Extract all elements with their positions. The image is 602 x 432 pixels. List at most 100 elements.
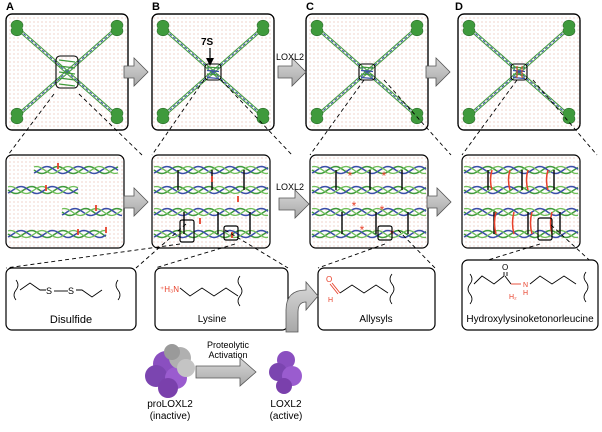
panel-letter-a: A: [6, 1, 14, 13]
seven-s-box: [510, 63, 528, 81]
collagen-arm: [310, 70, 369, 124]
collagen-arm: [517, 20, 576, 74]
loxl2-mid-label: LOXL2: [276, 182, 304, 192]
triple-helix: [153, 185, 269, 195]
allysyl-marker: *: [360, 223, 365, 237]
nc1-domain: [156, 108, 170, 124]
lysyl-crosslink: [529, 211, 533, 235]
zoom-lines-bottom: [5, 223, 599, 269]
triple-helix: [7, 229, 107, 239]
center-region-box: [55, 55, 79, 89]
lysyl-crosslink: [525, 169, 529, 191]
methylene-h2-label: H₂: [509, 294, 517, 301]
zoom-box-allysyl: [377, 225, 393, 241]
lysyl-crosslink: [489, 169, 493, 191]
nc1-domain: [410, 108, 424, 124]
collagen-arm: [365, 70, 424, 124]
network-panel-b: [151, 13, 275, 131]
top-network-panels: [5, 13, 581, 131]
arrow-a-to-b: [123, 57, 149, 87]
sulfur-1-label: S: [46, 286, 52, 296]
lysine-to-allysyl-arrow: [285, 280, 319, 333]
fibril-panel-d: [461, 154, 581, 249]
seven-s-box: [358, 63, 376, 81]
chem-disulfide-box: S S Disulfide: [5, 267, 137, 331]
collagen-arm: [65, 70, 124, 124]
amine-n-label: N: [523, 282, 528, 289]
nc1-domain: [562, 20, 576, 36]
loxl2-bottom-label: LOXL2: [270, 399, 302, 410]
chem-lysine-box: ⁺H₃N Lysine: [154, 267, 289, 331]
nc1-domain: [462, 108, 476, 124]
seven-s-box: [204, 63, 222, 81]
aldehyde-hydrogen-label: H: [328, 297, 333, 304]
fibril-panel-a: [5, 154, 125, 249]
fibril-panel-c: ******: [309, 154, 429, 249]
seven-s-arrowhead: [206, 58, 214, 66]
network-panel-c: [305, 13, 429, 131]
sulfur-2-label: S: [68, 286, 74, 296]
allysyl-marker: *: [382, 169, 387, 183]
loxl2-top-label: LOXL2: [276, 52, 304, 62]
activation-label: Activation: [208, 350, 247, 360]
chem-hydroxy-box: O H₂ N H Hydroxylysinoketonorleucine: [461, 259, 599, 331]
allysyls-label: Allysyls: [359, 314, 392, 325]
loxl2-molecule: [269, 351, 302, 394]
fibril-panel-b: [151, 154, 271, 249]
nc1-domain: [256, 20, 270, 36]
chem-allysyl-box: O H Allysyls: [317, 267, 436, 331]
proloxl2-molecule: [145, 344, 195, 398]
nc1-domain: [256, 108, 270, 124]
collagen-arm: [310, 20, 369, 74]
triple-helix: [463, 185, 579, 195]
lysyl-crosslink: [507, 169, 511, 191]
nc1-domain: [410, 20, 424, 36]
collagen-arm: [156, 20, 215, 74]
ammonium-label: ⁺H₃N: [160, 285, 179, 294]
collagen-arm: [211, 70, 270, 124]
nc1-domain: [156, 20, 170, 36]
triple-helix: [463, 165, 579, 175]
seven-s-label: 7S: [201, 37, 214, 48]
process-arrows: [123, 57, 452, 219]
aldehyde-oxygen-label: O: [326, 275, 332, 284]
arrow-c-to-d-mid: [426, 187, 452, 217]
lysyl-crosslink: [493, 211, 497, 235]
zoom-box-disulfide: [179, 219, 195, 243]
allysyl-marker: *: [352, 199, 357, 213]
triple-helix: [33, 165, 119, 175]
arrow-b-to-c-top: [277, 57, 307, 87]
proteolytic-label: Proteolytic: [207, 340, 250, 350]
panel-letter-d: D: [455, 1, 463, 13]
network-panel-d: [457, 13, 581, 131]
nc1-domain: [562, 108, 576, 124]
panel-letter-c: C: [306, 1, 314, 13]
network-panel-a: [5, 13, 129, 131]
collagen-arm: [462, 70, 521, 124]
lysine-label: Lysine: [198, 314, 227, 325]
nc1-domain: [10, 20, 24, 36]
nc1-domain: [310, 20, 324, 36]
hydroxylysinoketonorleucine-label: Hydroxylysinoketonorleucine: [466, 314, 594, 325]
nc1-domain: [310, 108, 324, 124]
triple-helix: [463, 229, 579, 239]
loxl2-state-label: (active): [270, 411, 303, 422]
fibril-detail-panels: ******: [5, 154, 581, 249]
lysyl-crosslink: [545, 169, 549, 191]
collagen-arm: [10, 70, 69, 124]
triple-helix: [61, 207, 123, 217]
amine-h-label: H: [523, 290, 528, 297]
triple-helix: [311, 165, 427, 175]
triple-helix: [153, 229, 269, 239]
triple-helix: [153, 207, 269, 217]
collagen-arm: [462, 20, 521, 74]
allysyl-marker: *: [348, 169, 353, 183]
panel-letters: A B C D: [6, 1, 463, 13]
nc1-domain: [110, 20, 124, 36]
nc1-domain: [110, 108, 124, 124]
zoom-box-crosslink: [537, 217, 553, 241]
triple-helix: [7, 185, 79, 195]
proloxl2-state-label: (inactive): [150, 411, 191, 422]
